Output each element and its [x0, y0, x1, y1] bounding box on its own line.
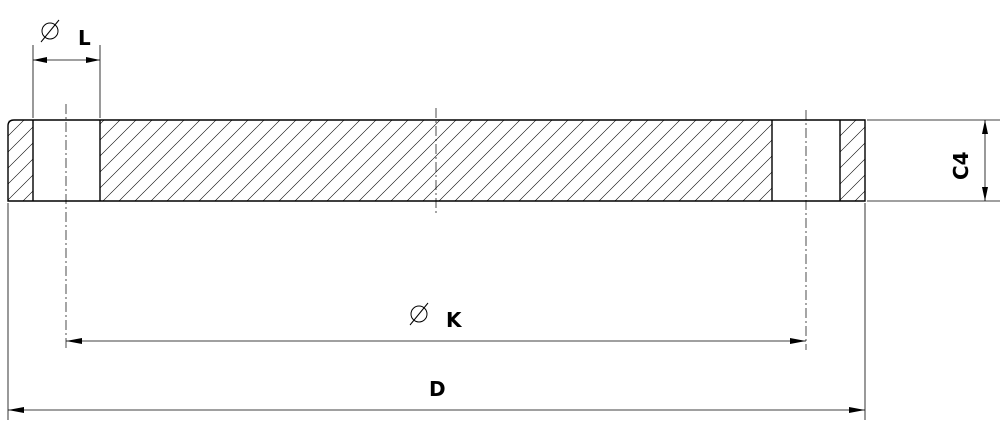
dimension-hole-diameter: L	[32, 19, 101, 118]
dimension-thickness: C4	[867, 119, 1000, 202]
diameter-symbol-icon	[40, 19, 60, 43]
diameter-symbol-icon	[409, 302, 429, 326]
hatch-left-region	[8, 120, 33, 201]
hole-diameter-label: L	[78, 26, 91, 50]
thickness-label: C4	[949, 151, 973, 180]
flange-body	[7, 104, 866, 350]
dimension-outer-diameter: D	[7, 203, 866, 420]
dimension-bolt-circle: K	[66, 302, 806, 344]
outer-diameter-label: D	[429, 377, 446, 401]
hatch-right-region	[840, 120, 865, 201]
bolt-circle-label: K	[446, 308, 463, 332]
flange-outline	[7, 119, 866, 202]
